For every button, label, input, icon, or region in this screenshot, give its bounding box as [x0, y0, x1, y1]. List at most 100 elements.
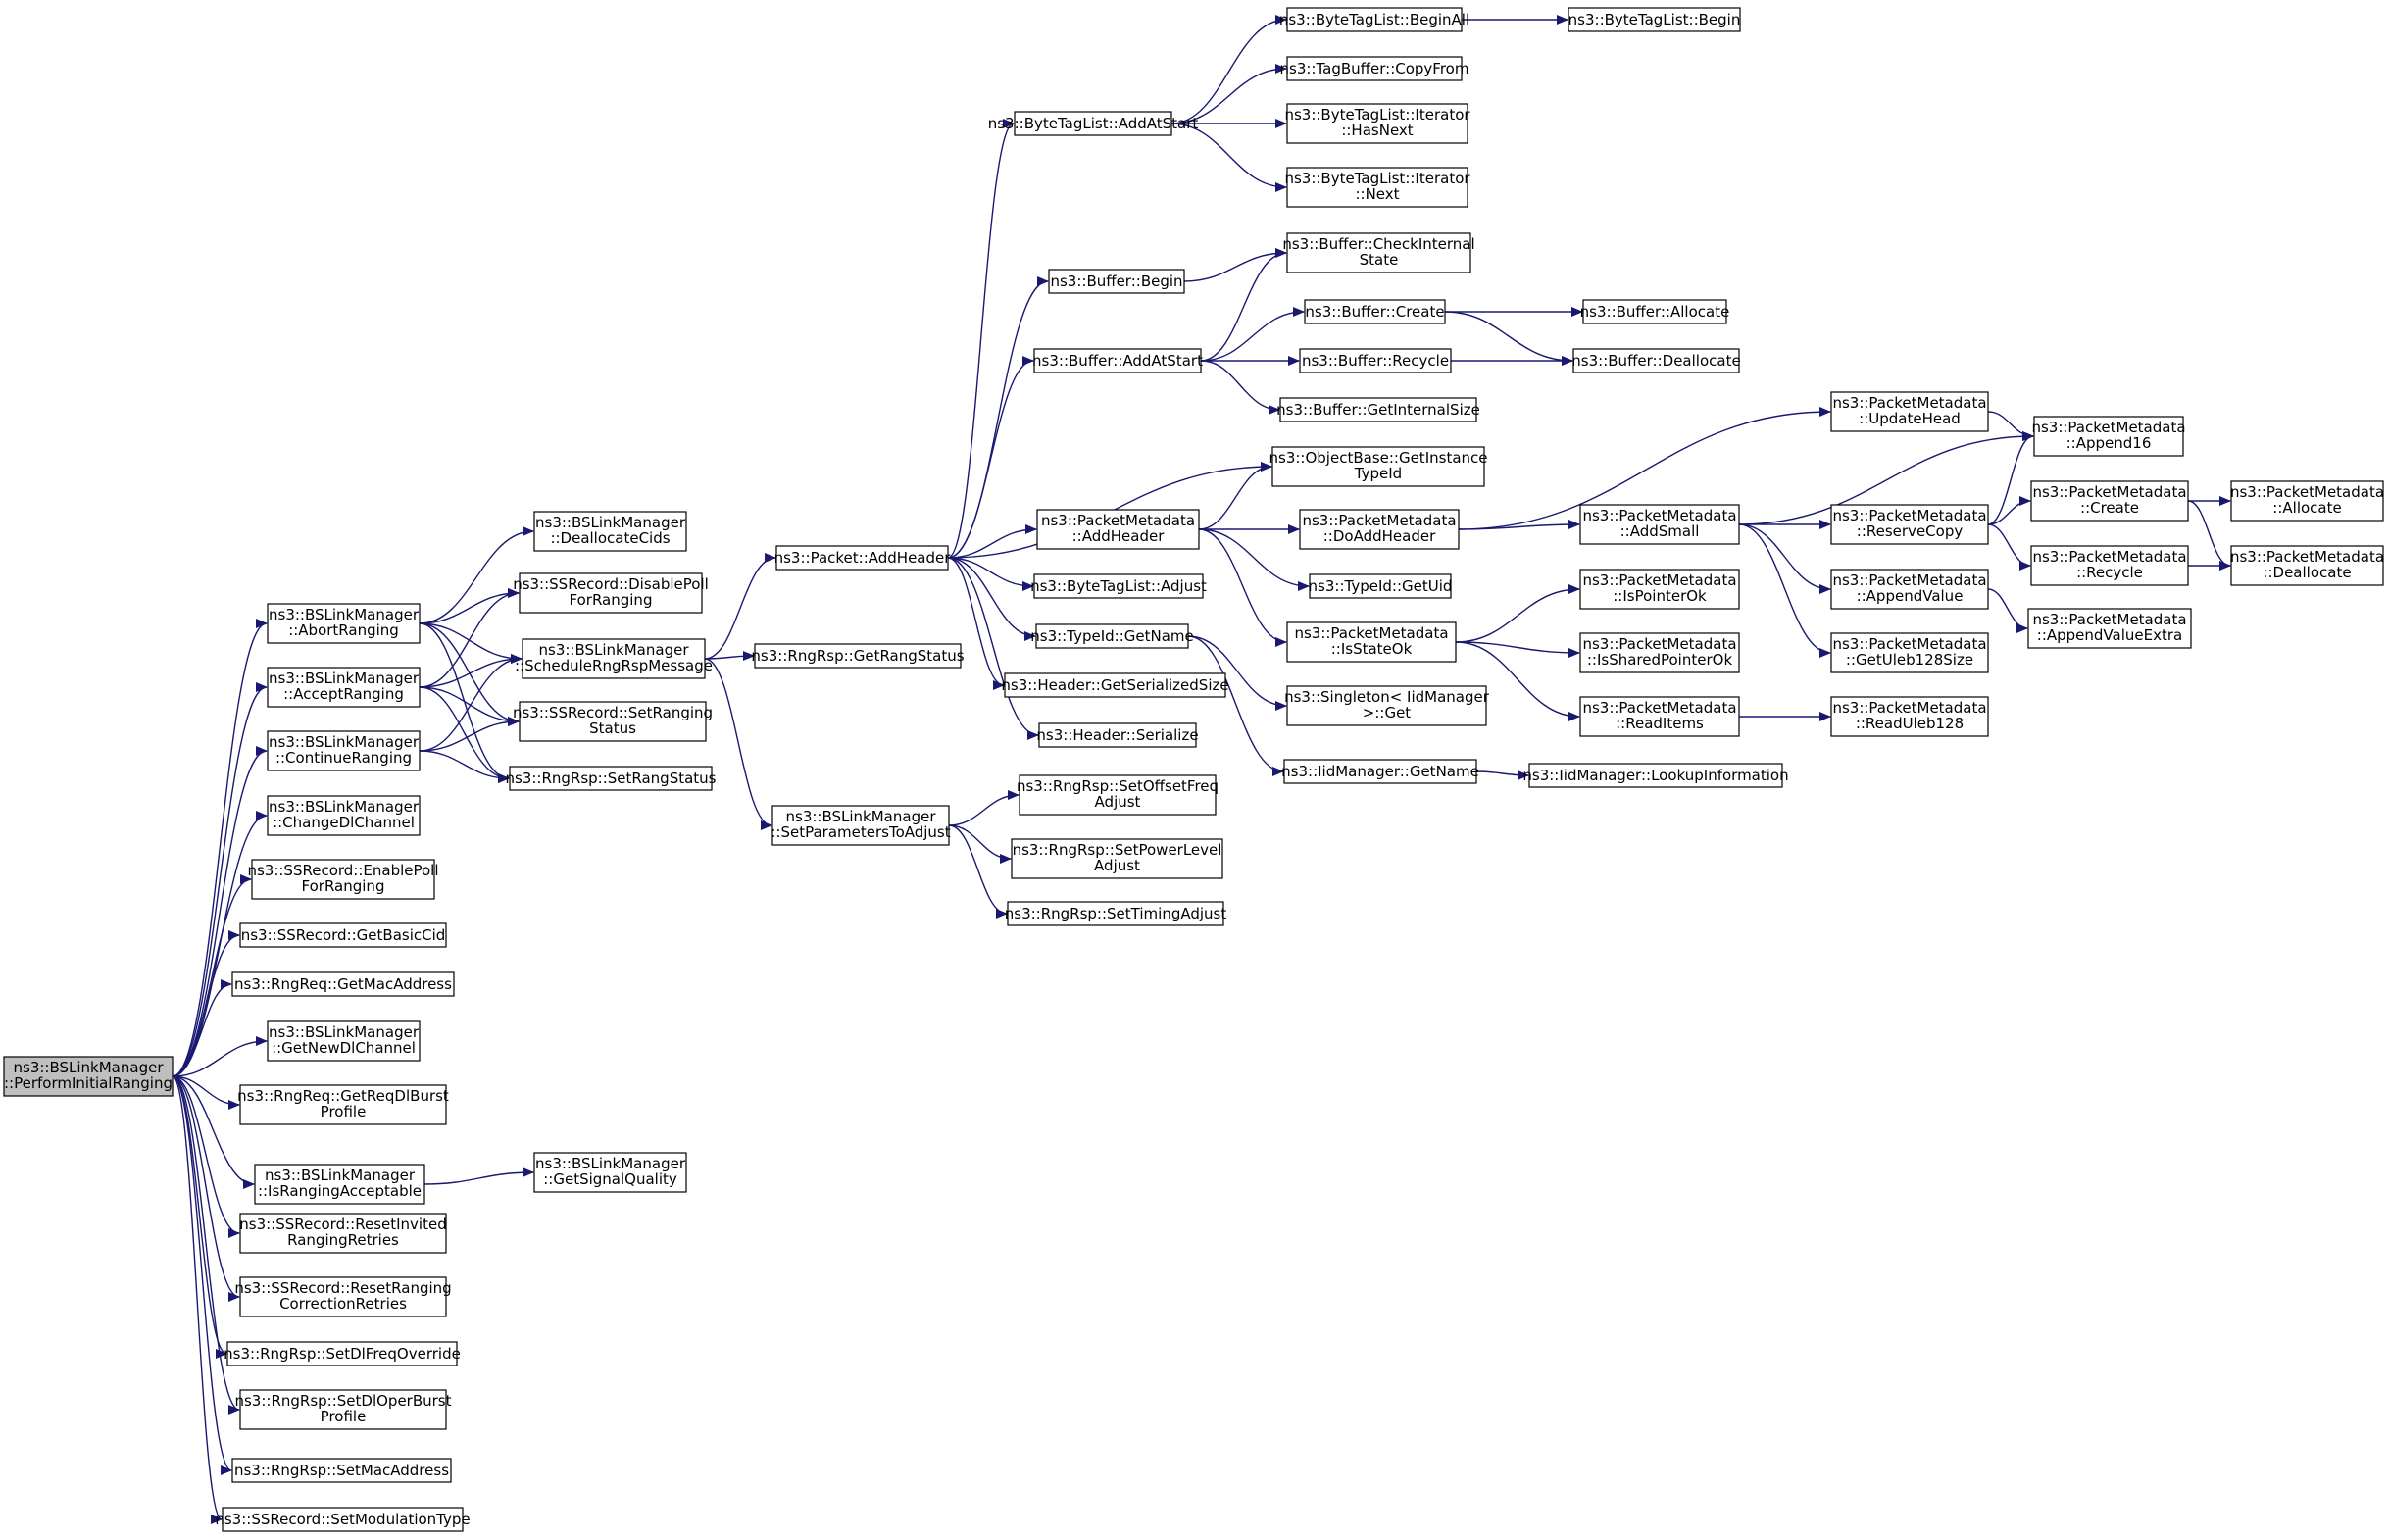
node-label: ns3::Packet::AddHeader [774, 549, 952, 567]
node-label: ns3::PacketMetadata [1582, 507, 1736, 524]
node-btlhasnext[interactable]: ns3::ByteTagList::Iterator::HasNext [1284, 103, 1470, 144]
node-label: ForRanging [570, 591, 653, 609]
node-setparams[interactable]: ns3::BSLinkManager::SetParametersToAdjus… [771, 805, 951, 846]
node-bufbegin[interactable]: ns3::Buffer::Begin [1048, 269, 1185, 294]
node-pmupdate[interactable]: ns3::PacketMetadata::UpdateHead [1830, 391, 1989, 432]
node-label: ns3::BSLinkManager [786, 808, 937, 825]
node-dlfreq[interactable]: ns3::RngRsp::SetDlFreqOverride [224, 1341, 461, 1366]
node-bufadd[interactable]: ns3::Buffer::AddAtStart [1032, 348, 1203, 373]
node-hdrsize[interactable]: ns3::Header::GetSerializedSize [1001, 672, 1229, 698]
node-addhdr[interactable]: ns3::Packet::AddHeader [774, 545, 952, 571]
edge-pmaddsmall-to-pmappend16 [1738, 431, 2034, 525]
node-label: ns3::Buffer::Deallocate [1571, 352, 1740, 370]
node-pmappextra[interactable]: ns3::PacketMetadata::AppendValueExtra [2027, 608, 2192, 649]
edge-pmreserve-to-pmcreate [1987, 496, 2031, 525]
node-pmdealloc[interactable]: ns3::PacketMetadata::Deallocate [2230, 545, 2384, 586]
node-tbcopy[interactable]: ns3::TagBuffer::CopyFrom [1280, 56, 1469, 81]
node-rsprang[interactable]: ns3::RngRsp::SetRangStatus [505, 766, 717, 791]
node-root[interactable]: ns3::BSLinkManager::PerformInitialRangin… [3, 1056, 174, 1097]
node-iidname[interactable]: ns3::IidManager::GetName [1281, 759, 1479, 784]
node-sched[interactable]: ns3::BSLinkManager::ScheduleRngRspMessag… [515, 638, 713, 679]
edge-pmreserve-to-pmrecycle [1987, 523, 2031, 571]
node-box [239, 1213, 447, 1254]
node-pmaddsmall[interactable]: ns3::PacketMetadata::AddSmall [1579, 504, 1740, 545]
edge-isacc-to-sigq [423, 1167, 534, 1185]
node-chdl[interactable]: ns3::BSLinkManager::ChangeDlChannel [267, 795, 421, 836]
node-singleton[interactable]: ns3::Singleton< IidManager>::Get [1284, 685, 1490, 726]
node-btlbeginall[interactable]: ns3::ByteTagList::BeginAll [1279, 7, 1469, 32]
node-dealloccids[interactable]: ns3::BSLinkManager::DeallocateCids [533, 511, 687, 552]
node-pmread[interactable]: ns3::PacketMetadata::ReadItems [1579, 696, 1740, 737]
node-pmaddh[interactable]: ns3::PacketMetadata::AddHeader [1036, 509, 1200, 550]
node-label: ::Next [1355, 185, 1399, 203]
node-reqmac[interactable]: ns3::RngReq::GetMacAddress [231, 971, 455, 997]
node-rescorr[interactable]: ns3::SSRecord::ResetRangingCorrectionRet… [234, 1276, 452, 1317]
edge-accept-to-sched [419, 654, 523, 688]
node-abort[interactable]: ns3::BSLinkManager::AbortRanging [267, 603, 421, 644]
node-pmuleb[interactable]: ns3::PacketMetadata::GetUleb128Size [1830, 632, 1989, 673]
node-iidlookup[interactable]: ns3::IidManager::LookupInformation [1522, 763, 1789, 788]
node-isacc[interactable]: ns3::BSLinkManager::IsRangingAcceptable [254, 1164, 425, 1205]
edge-addhdr-to-pmaddh [947, 524, 1037, 559]
node-pmreserve[interactable]: ns3::PacketMetadata::ReserveCopy [1830, 504, 1989, 545]
node-setmac[interactable]: ns3::RngRsp::SetMacAddress [231, 1458, 452, 1483]
node-bufrecycle[interactable]: ns3::Buffer::Recycle [1299, 348, 1452, 373]
node-pmalloc[interactable]: ns3::PacketMetadata::Allocate [2230, 480, 2384, 522]
node-box [1019, 774, 1217, 816]
node-bufalloc[interactable]: ns3::Buffer::Allocate [1580, 299, 1730, 324]
node-label: ::IsSharedPointerOk [1587, 651, 1733, 669]
node-pmrecycle[interactable]: ns3::PacketMetadata::Recycle [2030, 545, 2189, 586]
edge-pmaddh-to-tiduid [1198, 528, 1310, 591]
node-label: ns3::Buffer::CheckInternal [1282, 235, 1474, 253]
node-btlbegin[interactable]: ns3::ByteTagList::Begin [1568, 7, 1741, 32]
node-box [226, 1341, 458, 1366]
node-getrang[interactable]: ns3::RngRsp::GetRangStatus [751, 643, 965, 669]
node-pmdoadd[interactable]: ns3::PacketMetadata::DoAddHeader [1299, 509, 1460, 550]
node-pmappend16[interactable]: ns3::PacketMetadata::Append16 [2031, 416, 2186, 457]
node-label: ns3::PacketMetadata [1582, 571, 1736, 589]
node-pmcreate[interactable]: ns3::PacketMetadata::Create [2030, 480, 2189, 522]
node-hdrser[interactable]: ns3::Header::Serialize [1036, 722, 1199, 748]
node-label: ::DoAddHeader [1323, 527, 1436, 545]
edge-pmaddh-to-pmstate [1198, 528, 1287, 647]
node-label: ::AddHeader [1072, 527, 1166, 545]
node-btladj[interactable]: ns3::ByteTagList::Adjust [1030, 573, 1207, 599]
node-setmod[interactable]: ns3::SSRecord::SetModulationType [215, 1507, 471, 1532]
node-timing[interactable]: ns3::RngRsp::SetTimingAdjust [1005, 901, 1227, 926]
node-bufintsize[interactable]: ns3::Buffer::GetInternalSize [1276, 397, 1480, 422]
node-newdl[interactable]: ns3::BSLinkManager::GetNewDlChannel [267, 1020, 421, 1062]
node-label: ns3::PacketMetadata [2031, 419, 2185, 436]
node-pmstate[interactable]: ns3::PacketMetadata::IsStateOk [1286, 621, 1457, 663]
edge-pmaddsmall-to-pmuleb [1738, 523, 1831, 658]
node-tiduid[interactable]: ns3::TypeId::GetUid [1309, 573, 1453, 599]
node-btlnext[interactable]: ns3::ByteTagList::Iterator::Next [1284, 167, 1470, 208]
node-pmshared[interactable]: ns3::PacketMetadata::IsSharedPointerOk [1579, 632, 1740, 673]
node-tidname[interactable]: ns3::TypeId::GetName [1030, 623, 1194, 649]
node-resinv[interactable]: ns3::SSRecord::ResetInvitedRangingRetrie… [239, 1213, 447, 1254]
node-box [239, 922, 447, 948]
node-pmappval[interactable]: ns3::PacketMetadata::AppendValue [1830, 569, 1989, 610]
node-pmreaduleb[interactable]: ns3::PacketMetadata::ReadUleb128 [1830, 696, 1989, 737]
edge-addhdr-to-tidname [947, 557, 1036, 641]
node-pmptrok[interactable]: ns3::PacketMetadata::IsPointerOk [1579, 569, 1740, 610]
node-btladd[interactable]: ns3::ByteTagList::AddAtStart [988, 111, 1199, 136]
node-bufdealloc[interactable]: ns3::Buffer::Deallocate [1571, 348, 1741, 373]
node-cont[interactable]: ns3::BSLinkManager::ContinueRanging [267, 730, 421, 771]
node-basiccid[interactable]: ns3::SSRecord::GetBasicCid [239, 922, 447, 948]
node-accept[interactable]: ns3::BSLinkManager::AcceptRanging [267, 667, 421, 708]
node-bufcreate[interactable]: ns3::Buffer::Create [1304, 299, 1446, 324]
node-box [239, 1276, 447, 1317]
node-label: ns3::RngRsp::GetRangStatus [751, 647, 964, 665]
edge-pmaddh-to-obinst [1198, 462, 1272, 530]
node-label: CorrectionRetries [279, 1295, 407, 1313]
node-sigq[interactable]: ns3::BSLinkManager::GetSignalQuality [533, 1152, 687, 1193]
